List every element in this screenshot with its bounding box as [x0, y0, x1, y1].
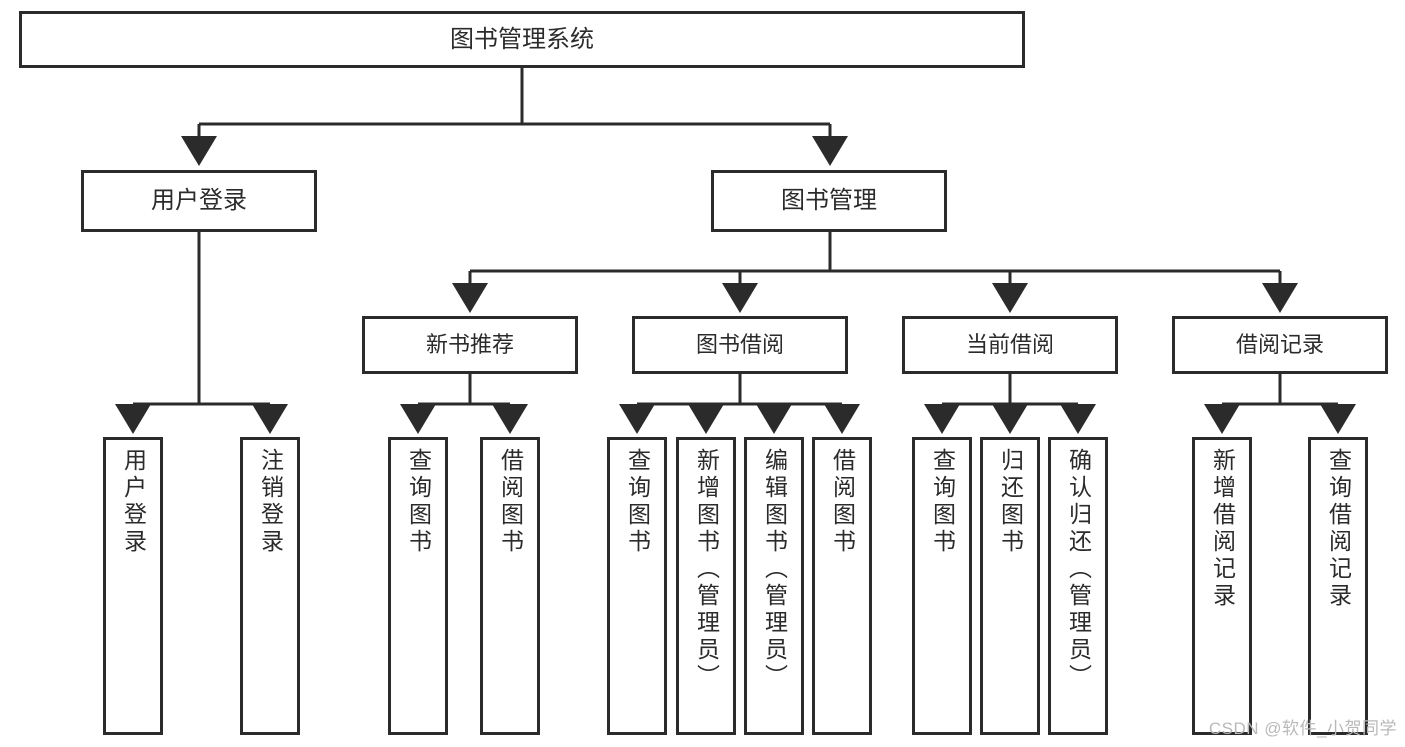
node-user-login[interactable]: 用户登录 — [81, 170, 317, 232]
node-book-borrow[interactable]: 图书借阅 — [632, 316, 848, 374]
node-new-book-recommend[interactable]: 新书推荐 — [362, 316, 578, 374]
leaf-book-borrow-borrow[interactable]: 借阅图书 — [812, 437, 872, 735]
leaf-current-borrow-confirm-return[interactable]: 确认归还（管理员） — [1048, 437, 1108, 735]
node-root-system[interactable]: 图书管理系统 — [19, 11, 1025, 68]
node-label: 图书管理 — [781, 187, 877, 214]
node-label: 查询借阅记录 — [1325, 448, 1352, 610]
leaf-current-borrow-return[interactable]: 归还图书 — [980, 437, 1040, 735]
leaf-book-borrow-add[interactable]: 新增图书（管理员） — [676, 437, 736, 735]
leaf-new-book-query[interactable]: 查询图书 — [388, 437, 448, 735]
node-label: 注销登录 — [257, 448, 284, 556]
node-label: 用户登录 — [151, 187, 247, 214]
node-label: 查询图书 — [929, 448, 956, 556]
node-label: 归还图书 — [997, 448, 1024, 556]
leaf-user-login-logout[interactable]: 注销登录 — [240, 437, 300, 735]
leaf-user-login-login[interactable]: 用户登录 — [103, 437, 163, 735]
node-label: 图书管理系统 — [450, 25, 594, 53]
node-label: 新书推荐 — [425, 332, 514, 358]
leaf-new-book-borrow[interactable]: 借阅图书 — [480, 437, 540, 735]
leaf-current-borrow-query[interactable]: 查询图书 — [912, 437, 972, 735]
node-label: 确认归还（管理员） — [1065, 448, 1092, 691]
leaf-book-borrow-query[interactable]: 查询图书 — [607, 437, 667, 735]
node-label: 图书借阅 — [695, 332, 784, 358]
leaf-borrow-record-add[interactable]: 新增借阅记录 — [1192, 437, 1252, 735]
node-current-borrow[interactable]: 当前借阅 — [902, 316, 1118, 374]
node-label: 编辑图书（管理员） — [761, 448, 788, 691]
node-label: 借阅图书 — [829, 448, 856, 556]
leaf-book-borrow-edit[interactable]: 编辑图书（管理员） — [744, 437, 804, 735]
node-label: 查询图书 — [624, 448, 651, 556]
node-borrow-record[interactable]: 借阅记录 — [1172, 316, 1388, 374]
node-book-manage[interactable]: 图书管理 — [711, 170, 947, 232]
node-label: 当前借阅 — [965, 332, 1054, 358]
node-label: 借阅图书 — [497, 448, 524, 556]
node-label: 用户登录 — [120, 448, 147, 556]
node-label: 查询图书 — [405, 448, 432, 556]
node-label: 借阅记录 — [1235, 332, 1324, 358]
node-label: 新增图书（管理员） — [693, 448, 720, 691]
node-label: 新增借阅记录 — [1209, 448, 1236, 610]
leaf-borrow-record-query[interactable]: 查询借阅记录 — [1308, 437, 1368, 735]
watermark-text: CSDN @软件_小贺同学 — [1208, 719, 1397, 738]
